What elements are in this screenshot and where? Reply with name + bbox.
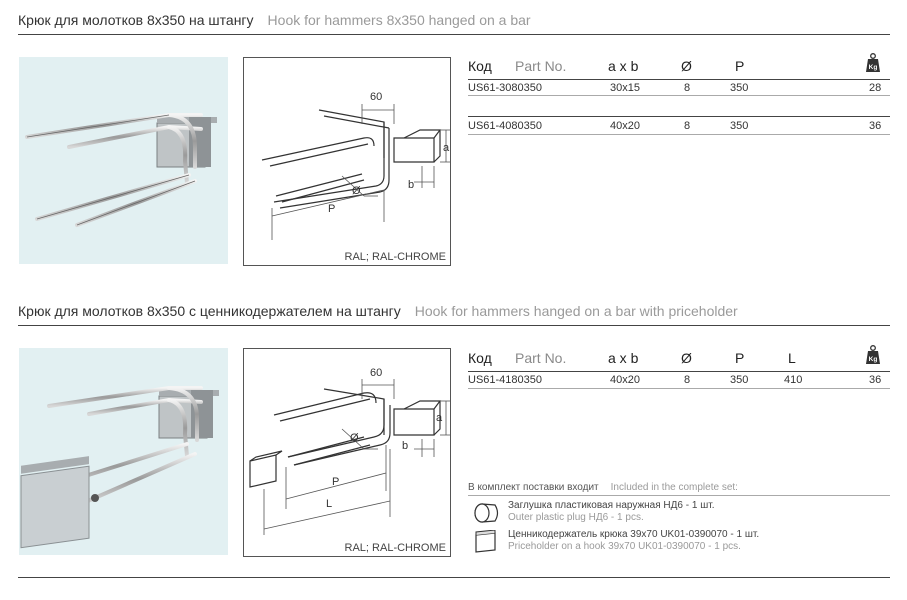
included-item-en: Outer plastic plug НД6 - 1 pcs.	[508, 512, 644, 523]
section2-divider	[18, 325, 890, 326]
section2-title: Крюк для молотков 8х350 с ценникодержате…	[18, 303, 738, 321]
header-kod: Код	[468, 58, 492, 74]
section2-ral-label: RAL; RAL-CHROME	[344, 542, 446, 554]
table-cell-axb: 40x20	[610, 374, 640, 386]
dimension-60-label: 60	[370, 367, 382, 379]
table-cell-code: US61-4080350	[468, 120, 543, 132]
table-cell-axb: 30x15	[610, 82, 640, 94]
table-cell-diameter: 8	[684, 374, 691, 386]
section2-title-en: Hook for hammers hanged on a bar with pr…	[414, 303, 738, 319]
table2-row-line	[468, 388, 890, 389]
table-cell-qty: 36	[869, 374, 882, 386]
table-cell-p: 350	[730, 82, 749, 94]
table1-row2-top-line	[468, 116, 890, 117]
section2-technical-drawing: 60 a b Ø P L RAL; RAL-CHROME	[243, 348, 451, 557]
dimension-p-label: P	[332, 476, 339, 488]
table1-row-line	[468, 95, 890, 96]
dimension-a-label: a	[436, 412, 443, 424]
dimension-a-label: a	[443, 142, 450, 154]
section2-title-ru: Крюк для молотков 8х350 с ценникодержате…	[18, 303, 401, 319]
dimension-b-label: b	[408, 179, 414, 191]
dimension-l-label: L	[326, 498, 332, 510]
section1-technical-drawing: 60 a b Ø P RAL; RAL-CHROME	[243, 57, 451, 266]
table-cell-qty: 28	[869, 82, 882, 94]
table-cell-l: 410	[784, 374, 803, 386]
included-item-ru: Ценникодержатель крюка 39х70 UK01-039007…	[508, 529, 760, 540]
section1-ral-label: RAL; RAL-CHROME	[344, 251, 446, 263]
dimension-b-label: b	[402, 440, 408, 452]
header-axb: a x b	[608, 58, 639, 74]
section1-title-ru: Крюк для молотков 8х350 на штангу	[18, 12, 254, 28]
included-set-line	[468, 495, 890, 496]
included-item-ru: Заглушка пластиковая наружная НД6 - 1 шт…	[508, 500, 715, 511]
table1-header-line	[468, 79, 890, 80]
header-part-no: Part No.	[515, 350, 567, 366]
section1-title-en: Hook for hammers 8x350 hanged on a bar	[267, 12, 531, 28]
table2-header-line	[468, 371, 890, 372]
table-cell-p: 350	[730, 374, 749, 386]
header-diameter: Ø	[681, 58, 692, 74]
table-cell-code: US61-4180350	[468, 374, 543, 386]
header-axb: a x b	[608, 350, 639, 366]
header-p: P	[735, 350, 745, 366]
svg-text:Kg: Kg	[869, 64, 878, 71]
table1-row2-line	[468, 134, 890, 135]
header-part-no: Part No.	[515, 58, 567, 74]
table-cell-diameter: 8	[684, 120, 691, 132]
bottom-divider	[18, 577, 890, 578]
section1-title: Крюк для молотков 8х350 на штангу Hook fo…	[18, 12, 531, 30]
priceholder-icon	[473, 529, 501, 559]
included-set-heading: В комплект поставки входит Included in th…	[468, 482, 738, 493]
table-cell-p: 350	[730, 120, 749, 132]
table-cell-qty: 36	[869, 120, 882, 132]
header-p: P	[735, 58, 745, 74]
dimension-60-label: 60	[370, 91, 382, 103]
plug-icon	[473, 502, 501, 529]
included-set-heading-en: Included in the complete set:	[610, 482, 738, 493]
section1-product-photo	[19, 57, 228, 264]
dimension-p-label: P	[328, 203, 335, 215]
included-set-heading-ru: В комплект поставки входит	[468, 482, 599, 493]
table-cell-diameter: 8	[684, 82, 691, 94]
svg-text:Kg: Kg	[869, 356, 878, 363]
header-kod: Код	[468, 350, 492, 366]
kg-weight-icon: Kg	[865, 345, 881, 370]
table-cell-code: US61-3080350	[468, 82, 543, 94]
header-l: L	[788, 350, 796, 366]
header-diameter: Ø	[681, 350, 692, 366]
section1-divider	[18, 34, 890, 35]
kg-weight-icon: Kg	[865, 53, 881, 78]
dimension-diameter-label: Ø	[352, 185, 361, 197]
section2-product-photo	[19, 348, 228, 555]
dimension-diameter-label: Ø	[350, 432, 359, 444]
included-item-en: Priceholder on a hook 39x70 UK01-0390070…	[508, 541, 741, 552]
table-cell-axb: 40x20	[610, 120, 640, 132]
